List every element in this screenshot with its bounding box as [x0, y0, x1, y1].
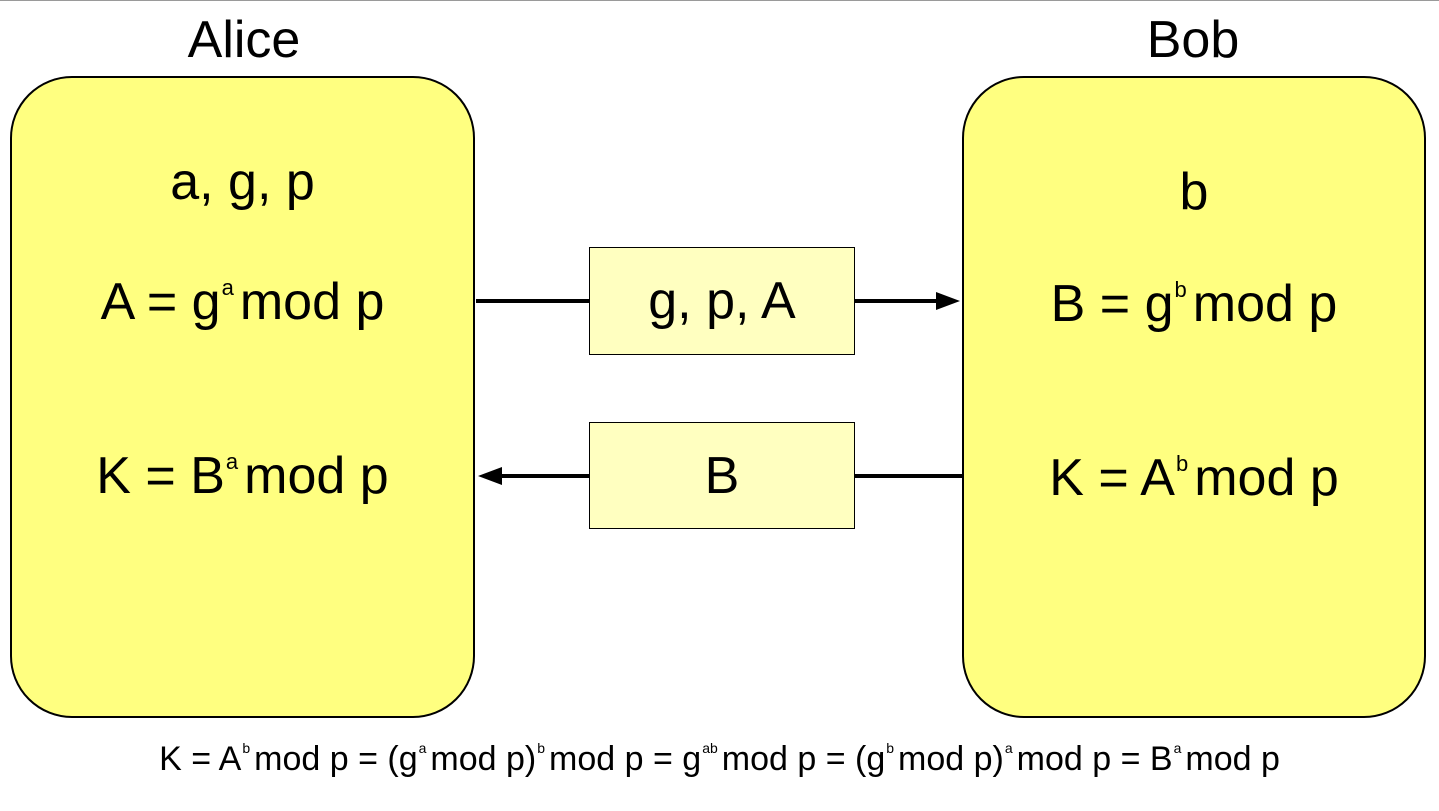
footer-exp-3: b [537, 740, 546, 756]
footer-term-6: mod p) [898, 740, 1004, 778]
top-border [0, 0, 1439, 1]
footer-exp-2: a [418, 740, 427, 756]
footer-term-7: mod p = B [1016, 740, 1173, 778]
footer-term-8: mod p [1185, 740, 1280, 778]
footer-term-5: mod p = (g [721, 740, 886, 778]
bob-public-exp: b [1174, 277, 1187, 302]
bob-public-rhs: mod p [1192, 275, 1338, 333]
arrow-to-bob-head [936, 292, 960, 310]
alice-known-values: a, g, p [170, 153, 315, 211]
message-to-bob: g, p, A [589, 247, 855, 355]
alice-public-lhs: A = g [100, 273, 221, 331]
footer-term-3: mod p) [430, 740, 537, 778]
alice-public-rhs: mod p [239, 273, 385, 331]
bob-key-rhs: mod p [1194, 449, 1339, 507]
arrow-to-alice-head [478, 467, 502, 485]
footer-exp-5: b [886, 740, 895, 756]
bob-title: Bob [1146, 11, 1240, 69]
bob-key-exp: b [1175, 451, 1189, 476]
alice-box [10, 76, 475, 718]
bob-known-values: b [1179, 163, 1209, 221]
alice-key-exp: a [225, 449, 239, 474]
footer-term-2: mod p = (g [254, 740, 418, 778]
bob-box [962, 76, 1426, 718]
footer-exp-7: a [1173, 740, 1182, 756]
footer-term-1: K = A [159, 740, 242, 778]
bob-key-lhs: K = A [1049, 449, 1175, 507]
bob-public-lhs: B = g [1050, 275, 1174, 333]
alice-public-exp: a [221, 275, 234, 300]
alice-key-lhs: K = B [96, 447, 225, 505]
footer-exp-4: ab [702, 740, 718, 756]
footer-exp-6: a [1004, 740, 1013, 756]
footer-exp-1: b [242, 740, 251, 756]
message-to-alice: B [589, 422, 855, 529]
alice-key-rhs: mod p [244, 447, 389, 505]
footer-term-4: mod p = g [549, 740, 702, 778]
alice-title: Alice [187, 11, 301, 69]
